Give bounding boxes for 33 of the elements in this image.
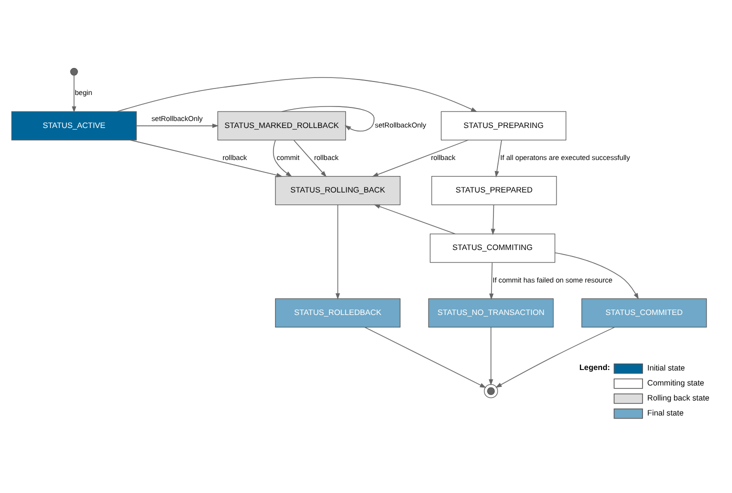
arrow bbox=[336, 204, 340, 300]
node-box: STATUS_ACTIVE bbox=[11, 110, 137, 140]
arrow bbox=[130, 139, 283, 177]
arrow bbox=[554, 252, 639, 299]
node-box: STATUS_COMMITED bbox=[581, 298, 707, 327]
node-box: STATUS_COMMITING bbox=[430, 233, 556, 262]
arrow bbox=[488, 326, 494, 386]
legend-label: Initial state bbox=[647, 363, 685, 372]
legend-label: Final state bbox=[647, 408, 684, 418]
arrow bbox=[372, 139, 469, 176]
node-box: STATUS_ROLLEDBACK bbox=[275, 298, 400, 327]
node-box: STATUS_MARKED_ROLLBACK bbox=[217, 110, 346, 140]
arrow bbox=[281, 105, 374, 131]
arrow bbox=[72, 74, 76, 112]
node-box: STATUS_ROLLING_BACK bbox=[275, 176, 400, 205]
arrow bbox=[494, 139, 502, 177]
arrow bbox=[136, 123, 219, 128]
arrow bbox=[495, 326, 616, 388]
arrow bbox=[374, 204, 456, 234]
arrow bbox=[490, 204, 496, 235]
node-circle bbox=[484, 384, 498, 398]
node-box: STATUS_PREPARED bbox=[431, 176, 557, 205]
arrow bbox=[293, 139, 327, 177]
label: Legend: bbox=[579, 362, 610, 372]
arrow bbox=[272, 139, 292, 176]
node-box: STATUS_PREPARING bbox=[440, 110, 566, 140]
legend-label: Commiting state bbox=[647, 378, 704, 388]
node-box: STATUS_NO_TRANSACTION bbox=[428, 298, 554, 327]
arrow bbox=[364, 326, 486, 388]
legend-label: Rolling back state bbox=[647, 393, 710, 402]
node-circle bbox=[70, 67, 78, 76]
arrow bbox=[116, 76, 478, 112]
arrow bbox=[489, 262, 494, 300]
